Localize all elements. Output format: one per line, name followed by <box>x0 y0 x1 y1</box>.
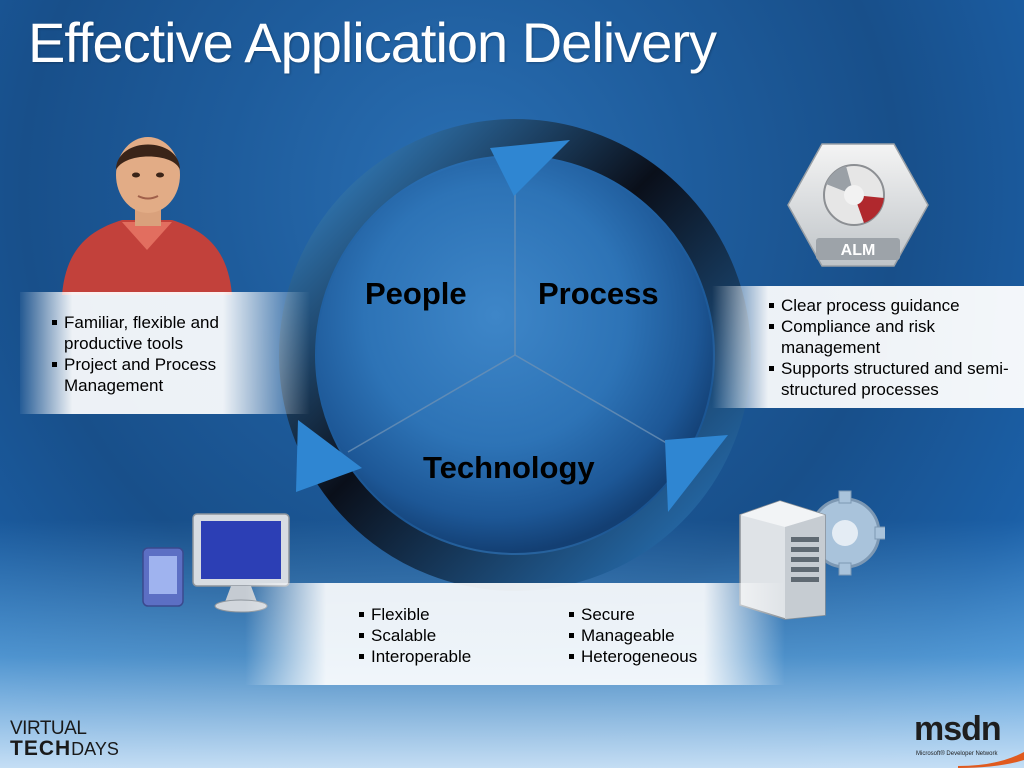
process-panel: Clear process guidance Compliance and ri… <box>712 286 1024 408</box>
people-item: Familiar, flexible and productive tools <box>50 312 270 354</box>
msdn-logo: msdn Microsoft® Developer Network <box>906 708 1024 768</box>
people-list: Familiar, flexible and productive tools … <box>50 312 270 396</box>
technology-item: Secure <box>567 604 757 625</box>
technology-item: Flexible <box>357 604 527 625</box>
process-item: Supports structured and semi-structured … <box>767 358 1024 400</box>
person-photo <box>62 137 232 295</box>
technology-item: Interoperable <box>357 646 527 667</box>
alm-badge-label: ALM <box>841 242 876 259</box>
people-panel: Familiar, flexible and productive tools … <box>20 292 310 414</box>
process-item: Clear process guidance <box>767 295 1024 316</box>
cycle-label-process: Process <box>538 276 659 311</box>
people-item: Project and Process Management <box>50 354 270 396</box>
slide-title: Effective Application Delivery <box>28 11 717 74</box>
process-item: Compliance and risk management <box>767 316 1024 358</box>
logo-virtual-text: VIRTUAL <box>10 718 87 739</box>
cycle-arrow-left <box>296 420 362 492</box>
technology-item: Scalable <box>357 625 527 646</box>
technology-list-right: Secure Manageable Heterogeneous <box>567 604 757 667</box>
virtual-techdays-logo: VIRTUAL TECHDAYS <box>10 718 155 762</box>
msdn-logo-text: msdn <box>914 710 1002 748</box>
alm-badge-icon: ALM <box>787 143 929 267</box>
cycle-label-people: People <box>365 276 467 311</box>
technology-panel: Flexible Scalable Interoperable Secure M… <box>245 583 785 685</box>
msdn-swoosh-icon <box>958 752 1024 768</box>
technology-list-left: Flexible Scalable Interoperable <box>357 604 527 667</box>
cycle-arrow-top <box>490 140 570 196</box>
msdn-logo-subtitle: Microsoft® Developer Network <box>916 751 998 757</box>
logo-techdays-text: TECHDAYS <box>10 737 119 760</box>
process-list: Clear process guidance Compliance and ri… <box>767 295 1024 400</box>
technology-item: Manageable <box>567 625 757 646</box>
cycle-arrow-right <box>665 435 728 512</box>
cycle-label-technology: Technology <box>423 450 595 485</box>
cycle-diagram <box>279 119 751 591</box>
technology-item: Heterogeneous <box>567 646 757 667</box>
